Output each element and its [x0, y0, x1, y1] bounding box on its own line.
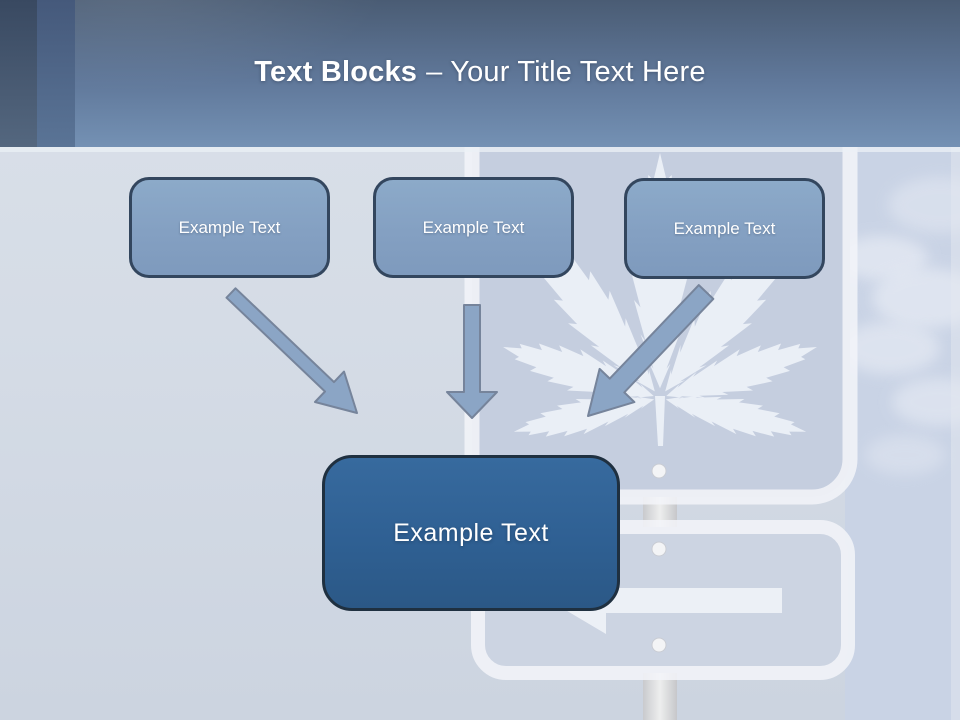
text-block-3[interactable]: Example Text	[624, 178, 825, 279]
text-block-2-label: Example Text	[422, 217, 525, 237]
left-arrow-road-marking-icon	[552, 570, 782, 634]
right-edge-highlight	[951, 147, 960, 720]
text-block-1[interactable]: Example Text	[129, 177, 330, 278]
slide-title-bold: Text Blocks	[254, 56, 418, 88]
target-text-block[interactable]: Example Text	[322, 455, 620, 611]
clouds	[836, 177, 960, 475]
slide-title-rest: – Your Title Text Here	[426, 56, 706, 88]
text-block-3-label: Example Text	[673, 218, 776, 238]
sign-bolts	[651, 463, 667, 653]
header-stripe-dark	[0, 0, 37, 147]
slide-title[interactable]: Text Blocks– Your Title Text Here	[0, 52, 960, 92]
header-band	[0, 0, 960, 147]
header-divider	[0, 147, 960, 152]
target-text-block-label: Example Text	[393, 518, 549, 547]
header-stripe-medium	[37, 0, 75, 147]
text-block-1-label: Example Text	[178, 217, 281, 237]
text-block-2[interactable]: Example Text	[373, 177, 574, 278]
